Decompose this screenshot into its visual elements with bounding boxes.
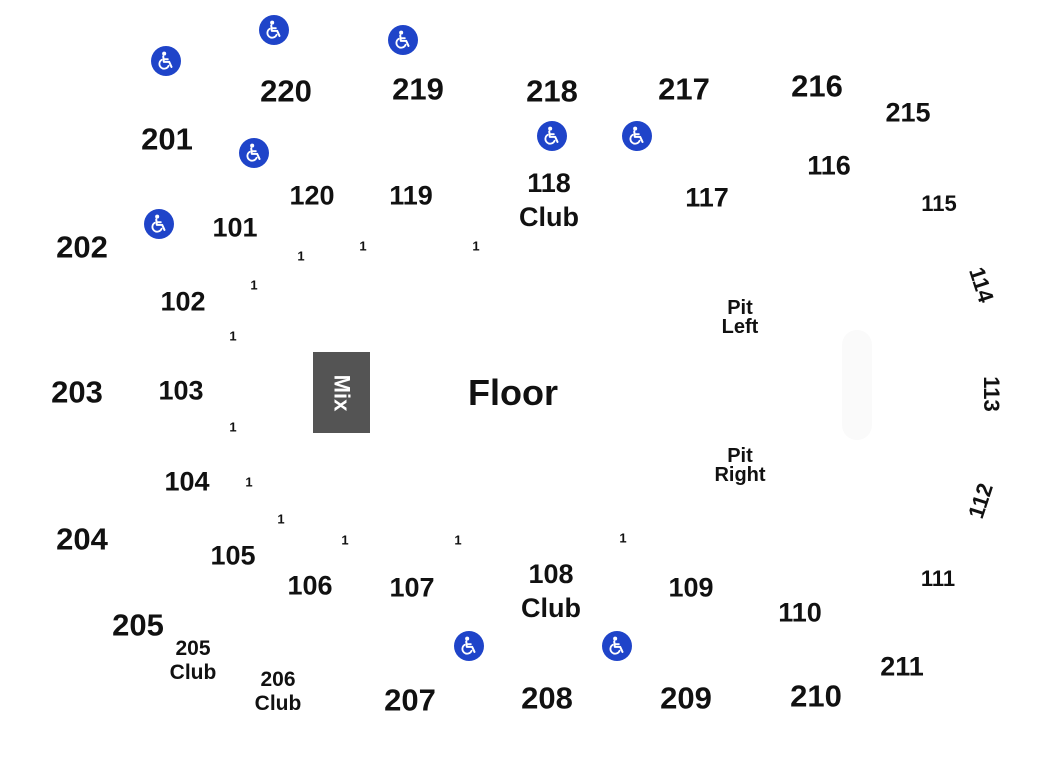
section-205-club[interactable]: 205 Club [170,637,217,685]
section-210[interactable]: 210 [790,678,842,714]
pit-side-label: Right [714,464,766,486]
mix-label: Mix [329,374,355,411]
section-112[interactable]: 112 [963,480,998,522]
section-209[interactable]: 209 [660,680,712,716]
section-104[interactable]: 104 [164,466,210,497]
wheelchair-icon[interactable] [388,25,418,55]
section-204[interactable]: 204 [56,521,108,557]
mix-position: Mix [313,352,370,433]
wheelchair-icon[interactable] [259,15,289,45]
section-120[interactable]: 120 [289,180,335,211]
row-marker: 1 [229,328,237,344]
pit-left[interactable]: Pit Left [721,297,759,338]
row-marker: 1 [454,532,462,548]
section-211[interactable]: 211 [880,651,924,682]
section-number: 118 [527,168,571,198]
stage-area [842,330,872,440]
section-220[interactable]: 220 [260,73,312,109]
section-110[interactable]: 110 [778,597,822,628]
section-215[interactable]: 215 [885,97,931,128]
wheelchair-icon[interactable] [239,138,269,168]
wheelchair-icon[interactable] [537,121,567,151]
club-label: Club [521,593,581,623]
section-117[interactable]: 117 [685,182,729,213]
section-208[interactable]: 208 [521,680,573,716]
row-marker: 1 [297,248,305,264]
section-205[interactable]: 205 [112,607,164,643]
section-115[interactable]: 115 [921,191,957,216]
club-label: Club [254,692,302,715]
section-108-club[interactable]: 108 Club [521,557,581,625]
section-113[interactable]: 113 [979,376,1004,412]
section-number: 205 [175,637,211,660]
section-206-club[interactable]: 206 Club [255,668,302,716]
section-203[interactable]: 203 [51,374,103,410]
section-207[interactable]: 207 [384,682,436,718]
pit-label: Pit [727,445,753,467]
club-label: Club [519,202,579,232]
section-119[interactable]: 119 [389,180,433,211]
section-114[interactable]: 114 [964,264,999,306]
section-103[interactable]: 103 [158,375,204,406]
row-marker: 1 [341,532,349,548]
row-marker: 1 [229,419,237,435]
section-109[interactable]: 109 [668,572,714,603]
row-marker: 1 [619,530,627,546]
section-116[interactable]: 116 [807,150,851,181]
section-105[interactable]: 105 [210,540,256,571]
wheelchair-icon[interactable] [151,46,181,76]
section-111[interactable]: 111 [920,566,956,591]
pit-side-label: Left [721,316,759,338]
section-107[interactable]: 107 [389,572,435,603]
section-number: 206 [260,668,296,691]
row-marker: 1 [359,238,367,254]
section-118-club[interactable]: 118 Club [519,166,579,234]
section-106[interactable]: 106 [287,570,333,601]
section-217[interactable]: 217 [658,71,710,107]
wheelchair-icon[interactable] [602,631,632,661]
row-marker: 1 [250,277,258,293]
row-marker: 1 [245,474,253,490]
section-202[interactable]: 202 [56,229,108,265]
floor-section[interactable]: Floor [468,372,558,413]
section-219[interactable]: 219 [392,71,444,107]
club-label: Club [169,661,217,684]
section-number: 108 [528,559,574,589]
section-102[interactable]: 102 [160,286,206,317]
section-201[interactable]: 201 [141,121,193,157]
section-101[interactable]: 101 [212,212,258,243]
wheelchair-icon[interactable] [454,631,484,661]
pit-right[interactable]: Pit Right [714,445,766,486]
row-marker: 1 [277,511,285,527]
pit-label: Pit [727,297,753,319]
row-marker: 1 [472,238,480,254]
wheelchair-icon[interactable] [622,121,652,151]
wheelchair-icon[interactable] [144,209,174,239]
section-218[interactable]: 218 [526,73,578,109]
section-216[interactable]: 216 [791,68,843,104]
